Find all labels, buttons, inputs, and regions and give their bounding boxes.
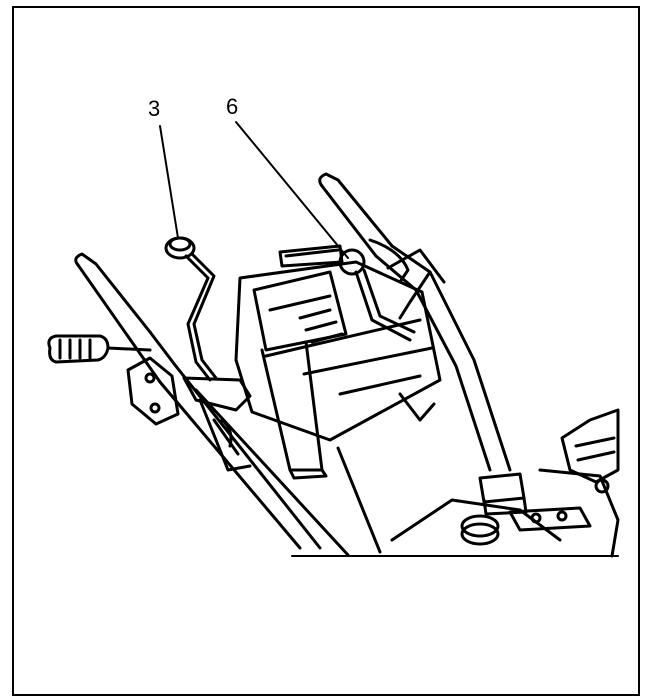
leader-line-6 bbox=[235, 121, 349, 259]
lever-housing bbox=[252, 270, 348, 480]
left-hand-grip bbox=[47, 334, 152, 364]
callout-label-6: 6 bbox=[226, 94, 239, 119]
control-panel bbox=[234, 260, 442, 442]
engine-assembly bbox=[336, 392, 620, 558]
callout-label-3: 3 bbox=[148, 96, 161, 121]
right-side-lever bbox=[368, 238, 446, 284]
right-handlebar bbox=[318, 172, 512, 472]
leader-line-3 bbox=[159, 125, 179, 239]
speed-lever-6 bbox=[278, 244, 416, 342]
figure-frame bbox=[12, 6, 640, 696]
chute-crank bbox=[182, 376, 252, 472]
left-handlebar bbox=[74, 252, 350, 557]
left-bracket bbox=[126, 356, 180, 426]
control-rod-3 bbox=[164, 236, 218, 382]
